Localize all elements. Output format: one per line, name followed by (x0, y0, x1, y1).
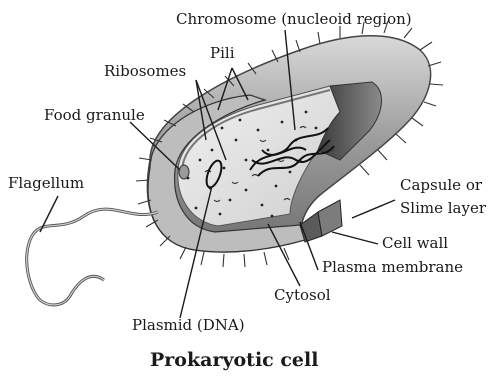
label-chromosome: Chromosome (nucleoid region) (176, 10, 412, 28)
label-plasma-membrane: Plasma membrane (322, 258, 463, 276)
food-granule (179, 165, 189, 179)
label-capsule-line1: Capsule or (400, 176, 483, 194)
label-cytosol: Cytosol (274, 286, 331, 304)
label-ribosomes: Ribosomes (104, 62, 186, 80)
cell-wall-step (318, 200, 342, 236)
label-pili: Pili (210, 44, 235, 62)
diagram-caption: Prokaryotic cell (150, 349, 318, 371)
label-food-granule: Food granule (44, 106, 145, 124)
cell-body (136, 21, 443, 267)
label-plasmid: Plasmid (DNA) (132, 316, 245, 334)
label-cell-wall: Cell wall (382, 234, 448, 252)
label-flagellum: Flagellum (8, 174, 84, 192)
flagellum (27, 209, 158, 305)
label-capsule-line2: Slime layer (400, 199, 487, 217)
